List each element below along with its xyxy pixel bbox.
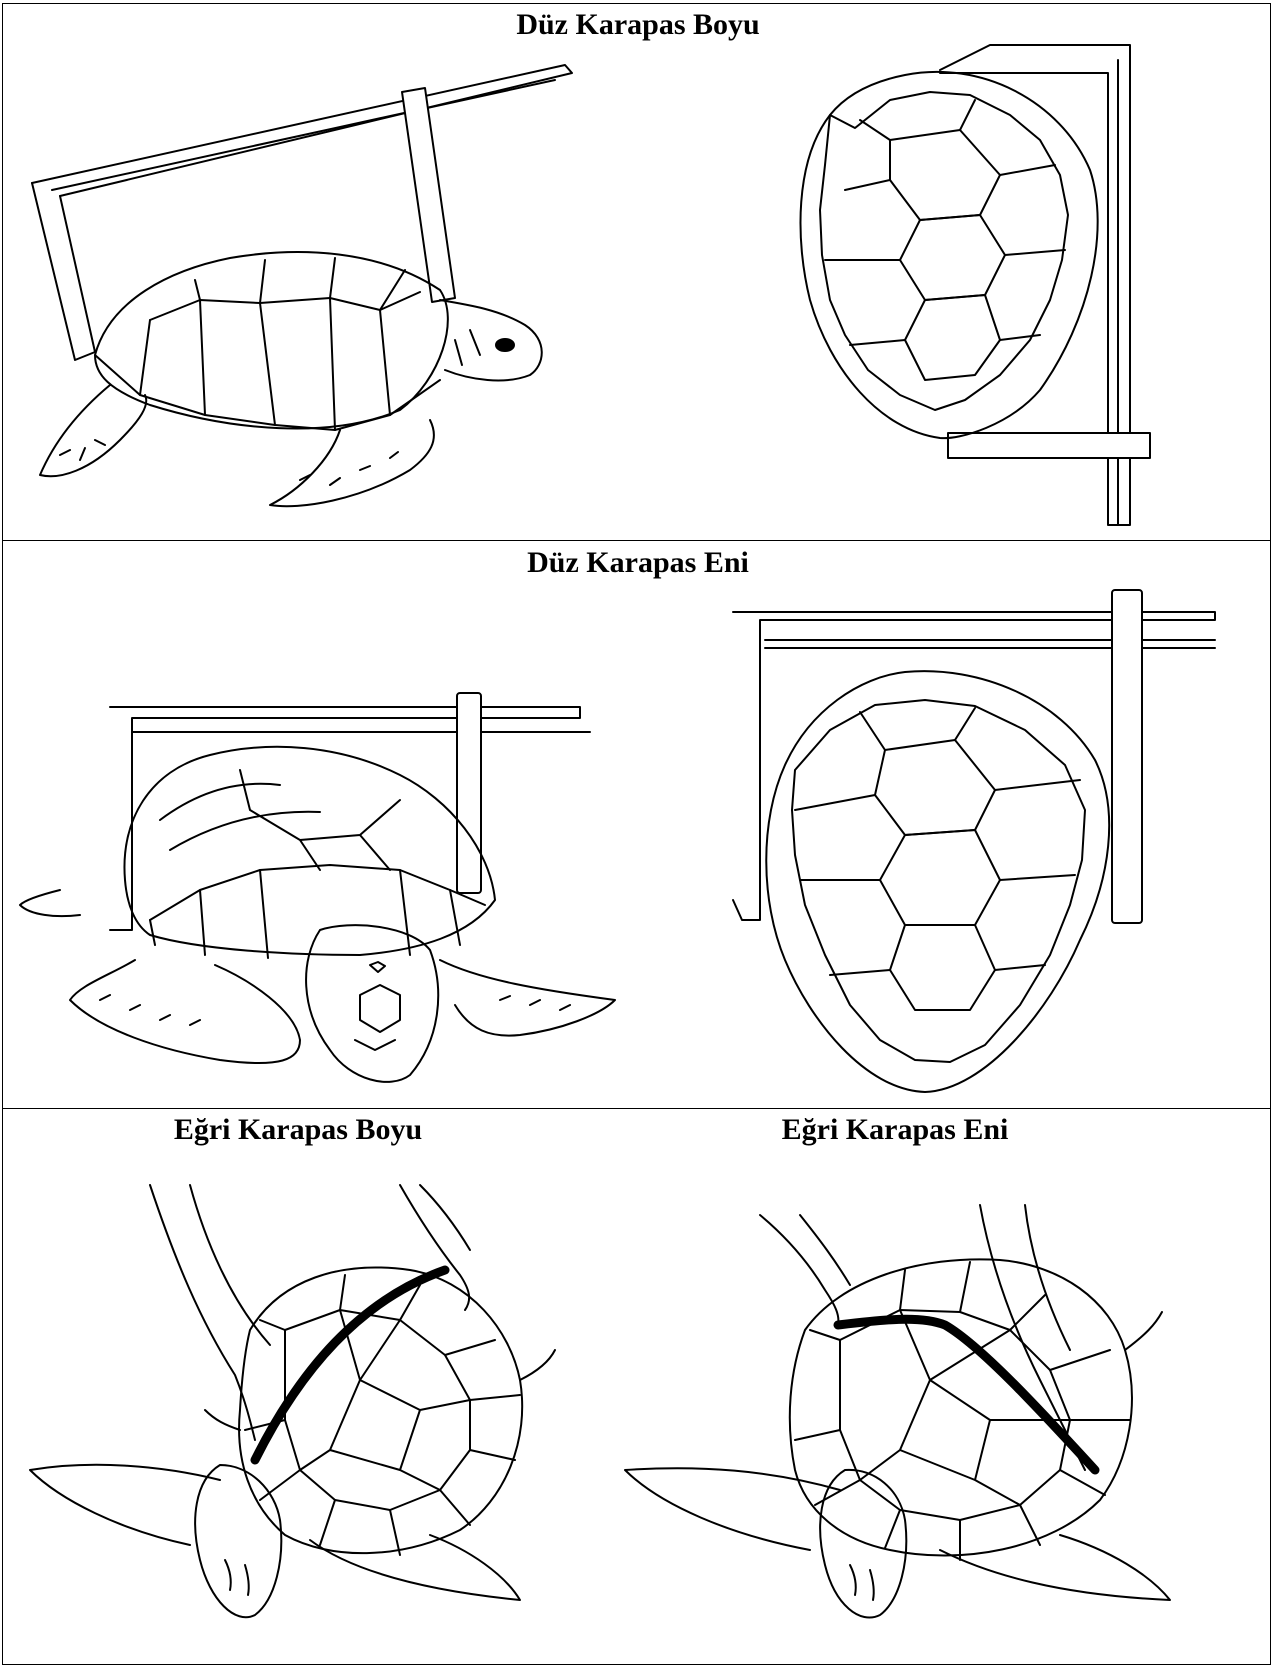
turtle-curved-length (30, 1185, 555, 1617)
shell-top-view-length-caliper (800, 45, 1150, 525)
turtle-curved-width (625, 1205, 1170, 1618)
turtle-front-view-with-caliper (20, 693, 615, 1082)
shell-top-view-width-caliper (733, 590, 1215, 1092)
turtle-side-view-with-caliper (32, 65, 572, 506)
